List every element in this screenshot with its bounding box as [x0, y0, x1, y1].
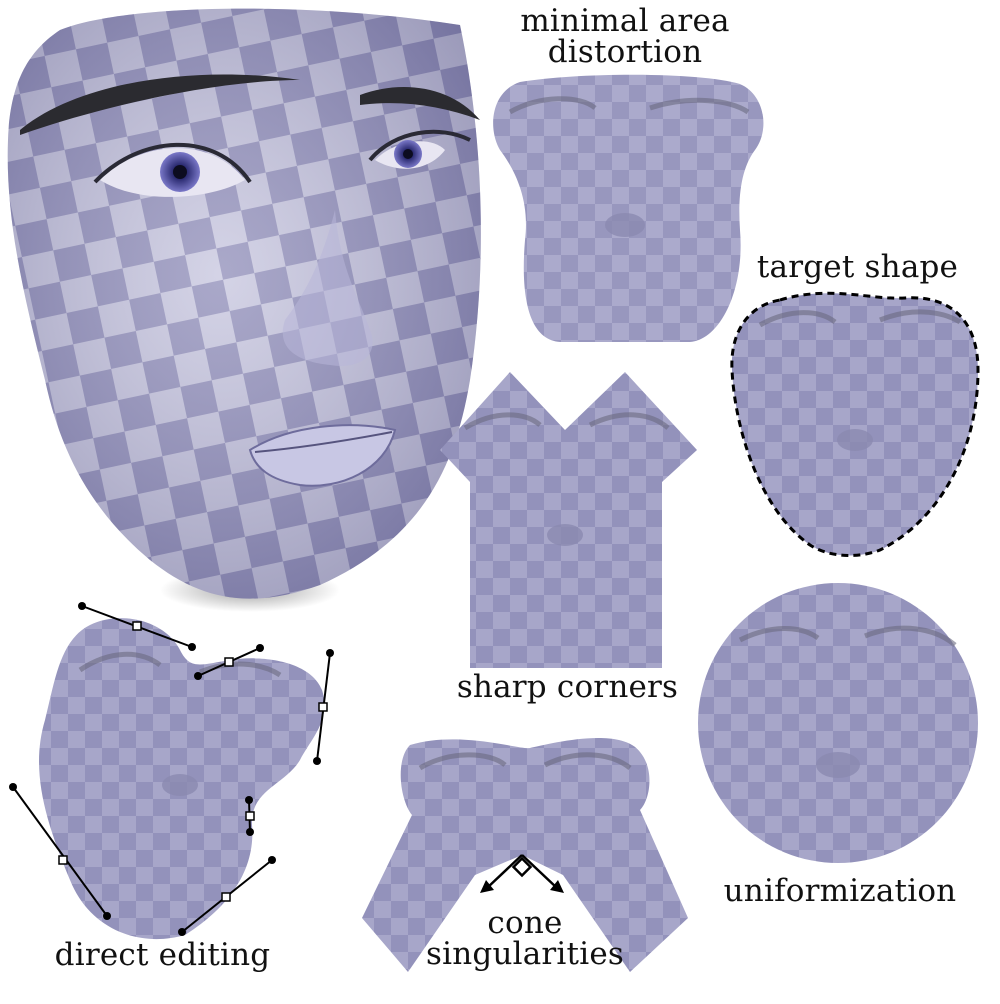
- uniformization-disk: [698, 583, 978, 863]
- nose: [282, 210, 373, 366]
- left-eyebrow: [20, 74, 300, 135]
- sharp-corners-panel: [440, 372, 697, 668]
- uniformization-caption: uniformization: [723, 873, 957, 909]
- caption-line: minimal area: [520, 3, 730, 39]
- target-shape-caption: target shape: [756, 249, 959, 285]
- face-render: [7, 8, 481, 612]
- lips: [248, 424, 397, 487]
- minimal-area-distortion-panel: [493, 74, 764, 342]
- sharp-corners-caption: sharp corners: [456, 669, 679, 705]
- sharp-corners-shape: [440, 372, 697, 668]
- direct-editing-caption: direct editing: [54, 937, 271, 973]
- caption-line: singularities: [426, 936, 624, 972]
- uniformization-panel: [698, 583, 978, 863]
- cone-angle-indicator: [486, 854, 558, 889]
- cone-singularities-caption: cone singularities: [405, 908, 645, 970]
- cone-shape: [362, 738, 688, 972]
- minimal-area-shape: [493, 74, 764, 342]
- target-shape-panel: [730, 291, 980, 557]
- caption-line: distortion: [547, 34, 703, 70]
- minimal-area-caption: minimal area distortion: [500, 6, 750, 68]
- cone-singularities-panel: [362, 738, 688, 972]
- direct-editing-panel: [9, 602, 334, 940]
- cone-arrow-left-icon: [480, 880, 494, 893]
- caption-line: cone: [487, 905, 563, 941]
- handle-endpoints: [9, 602, 334, 936]
- cone-arrow-right-icon: [550, 880, 564, 893]
- left-eye: [93, 142, 252, 197]
- right-eye: [368, 129, 471, 169]
- control-points[interactable]: [58, 621, 328, 902]
- target-shape-outline: [730, 291, 980, 557]
- right-eyebrow: [360, 87, 480, 120]
